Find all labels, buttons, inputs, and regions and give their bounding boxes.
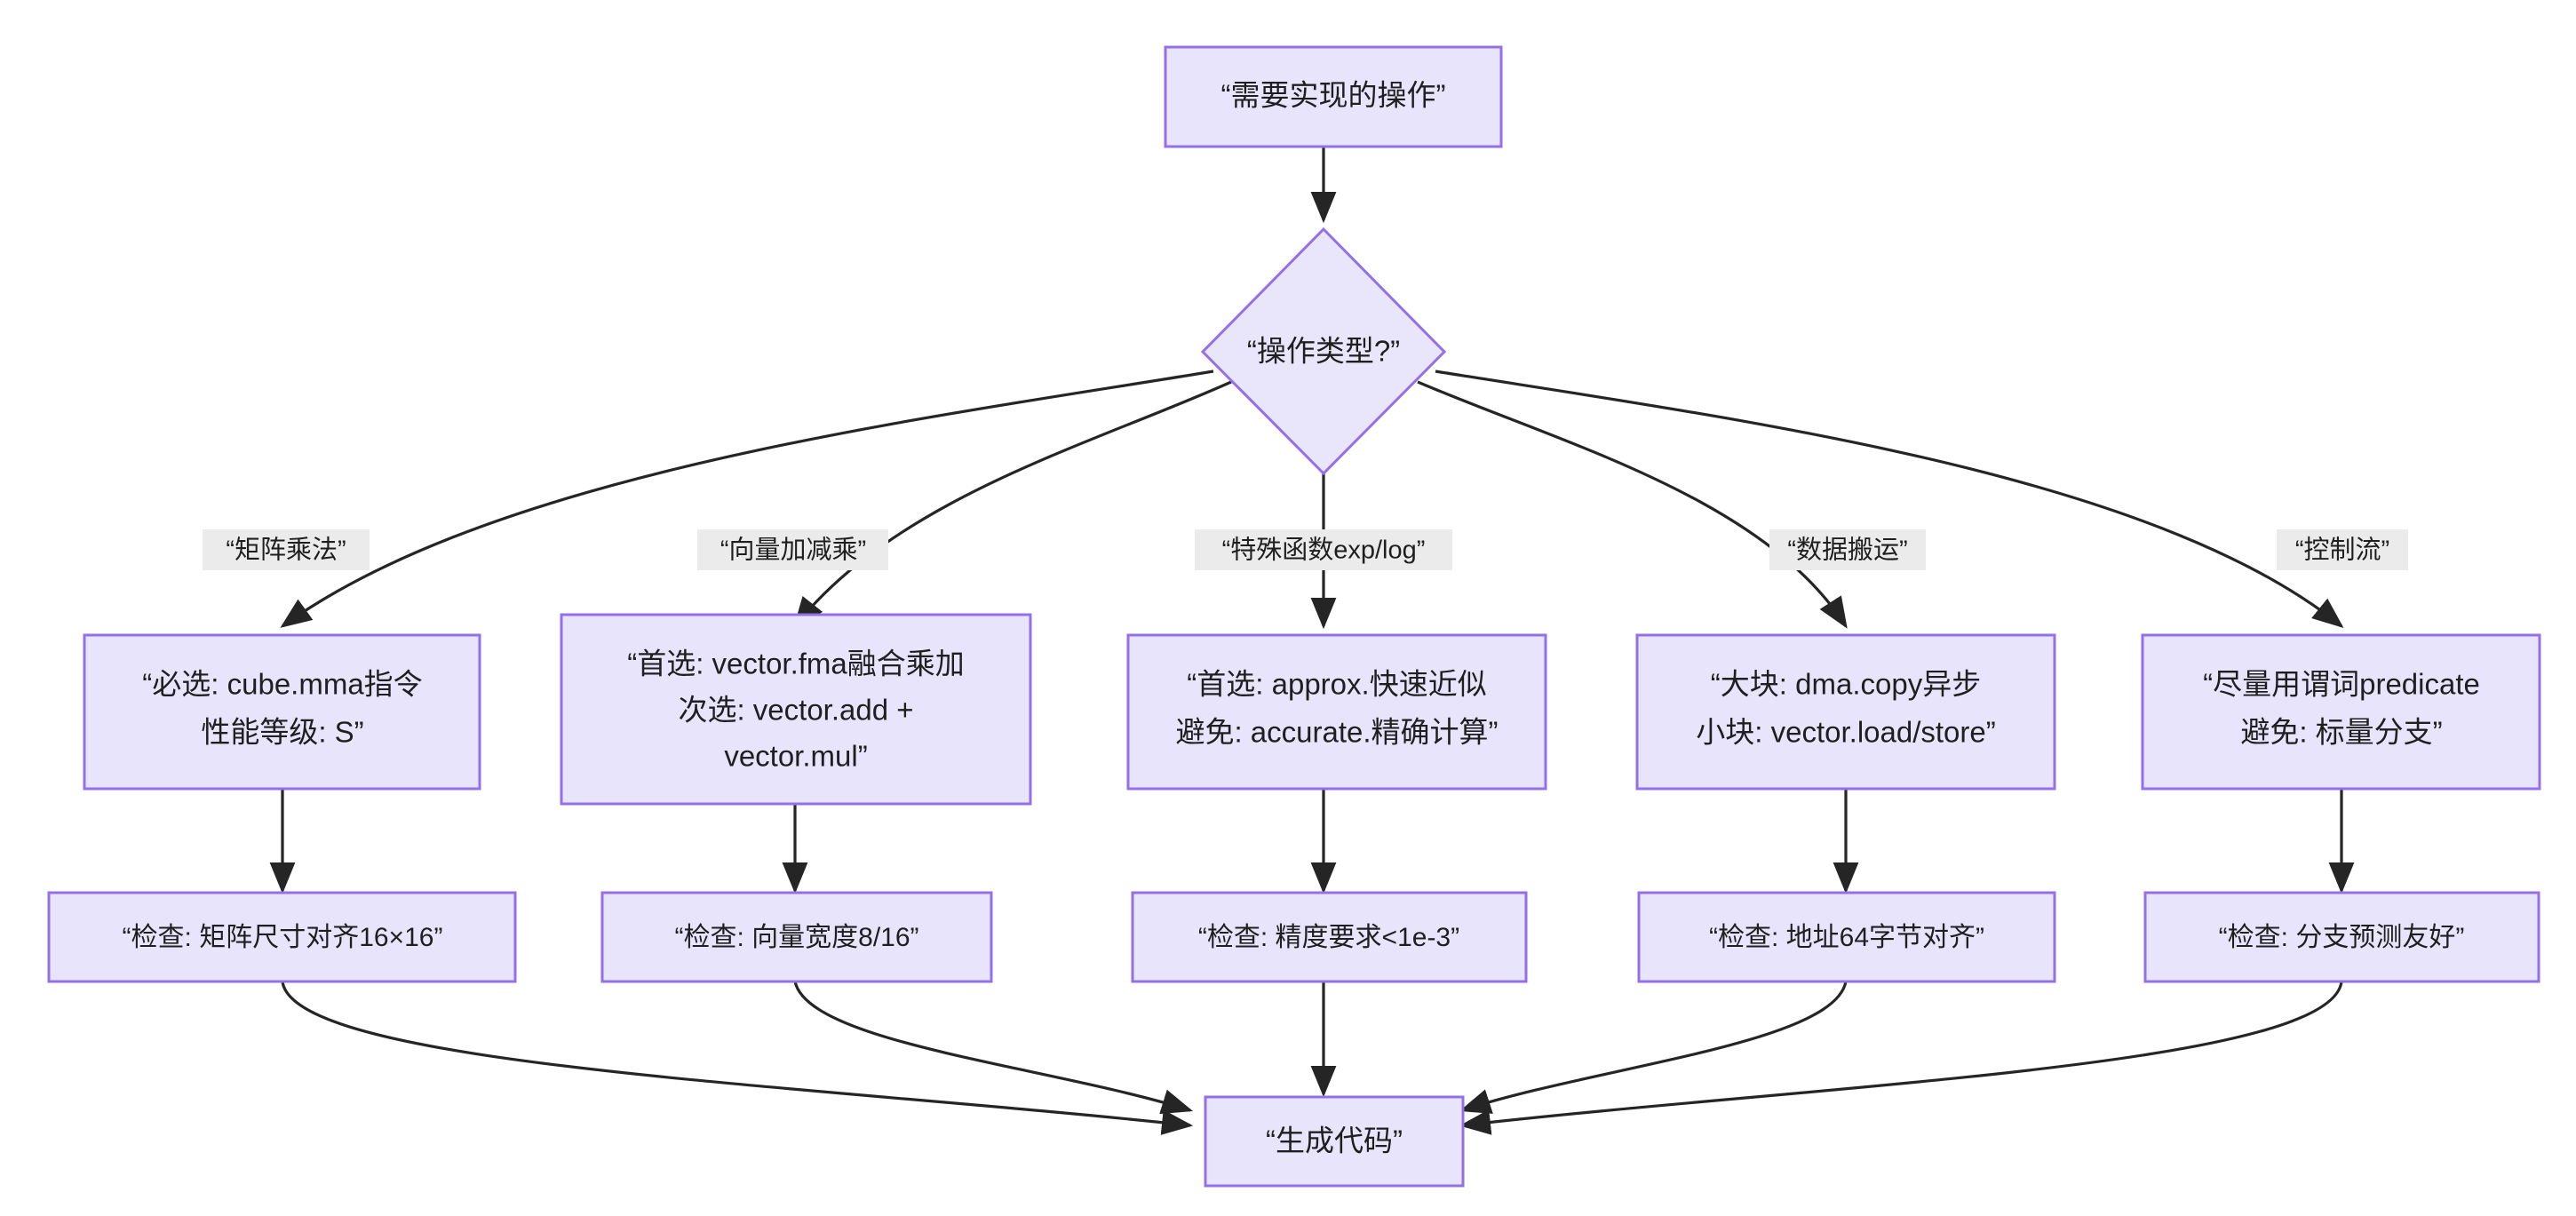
node-end-line-0: “生成代码” [1266, 1125, 1403, 1157]
edge-check-control-to-end [1459, 981, 2343, 1135]
node-branch-datamove-line-1: 小块: vector.load/store” [1696, 716, 1995, 749]
edge-label-matmul: “矩阵乘法” [226, 536, 346, 565]
node-check-vector-shape[interactable] [600, 891, 993, 983]
node-branch-matmul-line-0: “必选: cube.mma指令 [142, 668, 422, 701]
node-branch-vector-shape[interactable] [560, 613, 1032, 806]
edge-label-bg-special [1195, 529, 1452, 570]
node-branch-special-line-0: “首选: approx.快速近似 [1187, 668, 1486, 701]
node-start-shape[interactable] [1164, 45, 1503, 148]
node-branch-matmul-shape[interactable] [83, 633, 481, 791]
edge-group [269, 147, 2355, 1135]
node-branch-special[interactable]: “首选: approx.快速近似 避免: accurate.精确计算” [1126, 633, 1547, 791]
node-branch-control-line-0: “尽量用谓词predicate [2203, 668, 2480, 701]
node-branch-control-line-1: 避免: 标量分支” [2240, 716, 2442, 749]
node-branch-datamove[interactable]: “大块: dma.copy异步 小块: vector.load/store” [1635, 633, 2056, 791]
node-check-vector[interactable]: “检查: 向量宽度8/16” [600, 891, 993, 983]
node-check-matmul[interactable]: “检查: 矩阵尺寸对齐16×16” [47, 891, 517, 983]
node-decision-line-0: “操作类型?” [1247, 335, 1400, 368]
edge-check-matmul-to-end [281, 981, 1194, 1135]
node-branch-special-shape[interactable] [1126, 633, 1547, 791]
node-end[interactable]: “生成代码” [1204, 1095, 1465, 1188]
node-check-control-line-0: “检查: 分支预测友好” [2219, 923, 2465, 952]
node-check-matmul-line-0: “检查: 矩阵尺寸对齐16×16” [123, 923, 443, 952]
node-check-special[interactable]: “检查: 精度要求<1e-3” [1131, 891, 1528, 983]
node-check-datamove[interactable]: “检查: 地址64字节对齐” [1637, 891, 2056, 983]
node-start-line-0: “需要实现的操作” [1221, 79, 1446, 112]
node-check-datamove-line-0: “检查: 地址64字节对齐” [1709, 923, 1984, 952]
node-branch-matmul-line-1: 性能等级: S” [201, 716, 363, 749]
node-branch-vector-line-1: 次选: vector.add + [678, 694, 913, 727]
node-check-control-shape[interactable] [2143, 891, 2540, 983]
node-branch-vector-line-2: vector.mul” [724, 740, 867, 773]
edge-decision-to-matmul [280, 370, 1214, 628]
node-check-special-line-0: “检查: 精度要求<1e-3” [1198, 923, 1459, 952]
edge-check-vector-to-end [793, 981, 1194, 1115]
node-check-vector-line-0: “检查: 向量宽度8/16” [674, 923, 918, 952]
edge-label-bg-control [2277, 529, 2408, 570]
edge-label-control: “控制流” [2295, 536, 2389, 565]
edge-decision-to-vector [793, 380, 1232, 629]
node-branch-datamove-line-0: “大块: dma.copy异步 [1711, 668, 1981, 701]
node-branch-matmul[interactable]: “必选: cube.mma指令 性能等级: S” [83, 633, 481, 791]
edge-label-group: “矩阵乘法” “向量加减乘” “特殊函数exp/log” “数据搬运” “控制流… [203, 529, 2408, 570]
node-check-special-shape[interactable] [1131, 891, 1528, 983]
edge-label-bg-datamove [1769, 529, 1926, 570]
node-check-control[interactable]: “检查: 分支预测友好” [2143, 891, 2540, 983]
edge-label-bg-matmul [203, 529, 370, 570]
edge-decision-to-control [1435, 370, 2344, 629]
edge-decision-to-datamove [1417, 380, 1848, 629]
node-branch-control-shape[interactable] [2141, 633, 2541, 791]
node-branch-control[interactable]: “尽量用谓词predicate 避免: 标量分支” [2141, 633, 2541, 791]
node-check-datamove-shape[interactable] [1637, 891, 2056, 983]
edge-label-special: “特殊函数exp/log” [1222, 536, 1426, 565]
edge-label-bg-vector [697, 529, 888, 570]
node-branch-special-line-1: 避免: accurate.精确计算” [1175, 716, 1498, 749]
node-start[interactable]: “需要实现的操作” [1164, 45, 1503, 148]
edge-check-datamove-to-end [1459, 981, 1848, 1114]
node-decision[interactable]: “操作类型?” [1200, 227, 1447, 476]
node-decision-shape[interactable] [1200, 227, 1447, 476]
edge-label-vector: “向量加减乘” [720, 536, 866, 565]
node-branch-vector[interactable]: “首选: vector.fma融合乘加 次选: vector.add + vec… [560, 613, 1032, 806]
node-branch-vector-line-0: “首选: vector.fma融合乘加 [627, 648, 965, 680]
node-end-shape[interactable] [1204, 1095, 1465, 1188]
node-branch-datamove-shape[interactable] [1635, 633, 2056, 791]
edge-label-datamove: “数据搬运” [1787, 536, 1907, 565]
node-check-matmul-shape[interactable] [47, 891, 517, 983]
